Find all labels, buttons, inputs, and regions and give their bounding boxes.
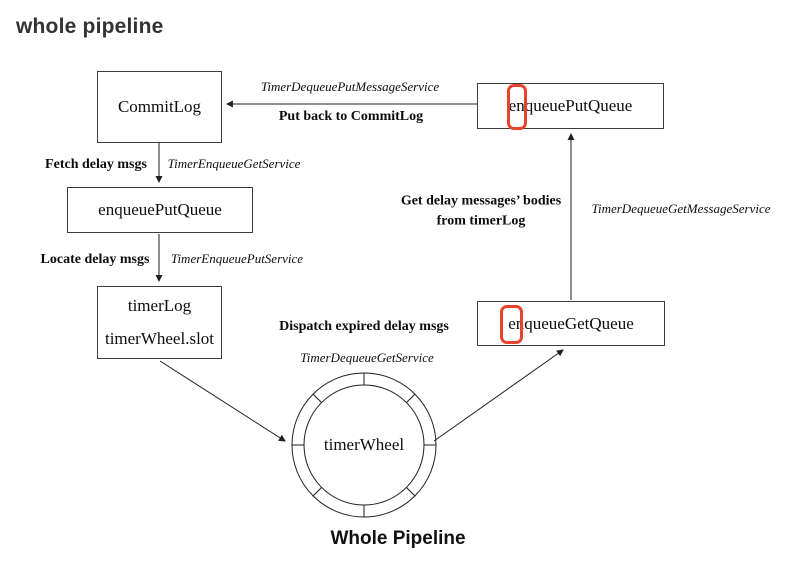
node-enqueue-put-queue-right-label: enqueuePutQueue: [508, 96, 633, 115]
highlight-rect-get-queue: [500, 305, 523, 344]
node-enqueue-get-queue: enqueueGetQueue: [477, 301, 665, 346]
node-timer-log-line1: timerLog: [127, 296, 192, 315]
highlight-rect-put-queue: [507, 84, 527, 130]
label-locate-delay-msgs: Locate delay msgs: [40, 252, 150, 267]
timer-wheel-ticks: [292, 373, 436, 517]
node-timer-log: timerLog timerWheel.slot: [97, 286, 222, 359]
node-commit-log: CommitLog: [97, 71, 222, 143]
arrow-wheel-to-get-queue: [433, 349, 564, 442]
diagram-caption: Whole Pipeline: [330, 528, 466, 549]
label-fetch-delay-msgs: Fetch delay msgs: [45, 157, 147, 172]
label-timer-dequeue-get-service: TimerDequeueGetService: [300, 350, 434, 365]
label-timer-enqueue-put-service: TimerEnqueuePutService: [170, 251, 304, 266]
node-enqueue-put-queue-right: enqueuePutQueue: [477, 83, 664, 129]
node-timer-log-line2: timerWheel.slot: [104, 329, 215, 348]
label-timer-dequeue-put-message-service: TimerDequeuePutMessageService: [260, 79, 440, 94]
page-title: whole pipeline: [16, 15, 164, 38]
label-timer-dequeue-get-message-service: TimerDequeueGetMessageService: [591, 201, 771, 216]
node-enqueue-get-queue-label: enqueueGetQueue: [508, 313, 634, 333]
node-timer-wheel-label: timerWheel: [323, 435, 405, 454]
label-get-delay-message-bodies-line2: from timerLog: [436, 214, 526, 229]
label-get-delay-message-bodies-line1: Get delay messages’ bodies: [400, 193, 562, 209]
node-enqueue-put-queue-left-label: enqueuePutQueue: [98, 200, 222, 219]
label-get-delay-message-bodies: Get delay messages’ bodies from timerLog: [386, 192, 576, 233]
label-put-back-to-commitlog: Put back to CommitLog: [278, 109, 424, 124]
arrow-to-timer-wheel: [159, 360, 286, 442]
label-dispatch-expired-delay-msgs: Dispatch expired delay msgs: [279, 319, 449, 334]
node-commit-log-label: CommitLog: [117, 97, 202, 116]
node-enqueue-put-queue-left: enqueuePutQueue: [67, 187, 253, 233]
label-timer-enqueue-get-service: TimerEnqueueGetService: [167, 156, 301, 171]
